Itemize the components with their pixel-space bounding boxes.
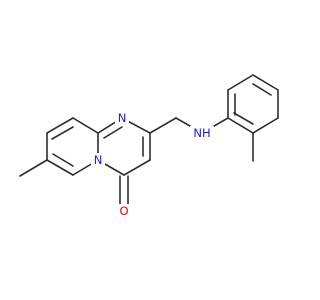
bond	[227, 74, 254, 91]
molecule-canvas: N N NH O	[19, 74, 279, 218]
bond	[103, 126, 123, 139]
bond	[149, 117, 177, 134]
bond	[227, 117, 254, 134]
nitrogen-atom-label: N	[118, 111, 127, 125]
bond-layer	[19, 74, 279, 206]
atom-label-background	[117, 204, 131, 218]
bond	[51, 126, 74, 140]
bond	[233, 112, 254, 125]
bond	[252, 83, 272, 96]
bond	[19, 159, 48, 177]
bridgehead-nitrogen-label: N	[94, 153, 103, 167]
atom-label-background	[190, 126, 214, 140]
atom-label-background	[91, 153, 105, 167]
atom-label-layer: N N NH O	[91, 111, 214, 218]
bond	[252, 117, 279, 134]
bond	[52, 153, 74, 167]
bond	[252, 74, 279, 91]
bond	[46, 159, 74, 176]
oxygen-atom-label: O	[119, 204, 128, 218]
bond	[46, 117, 74, 134]
atom-label-background	[115, 111, 129, 125]
amine-nh-label: NH	[193, 126, 210, 140]
molecule-structure: N N NH O	[19, 74, 279, 218]
bond	[123, 159, 151, 176]
bond	[72, 117, 99, 134]
